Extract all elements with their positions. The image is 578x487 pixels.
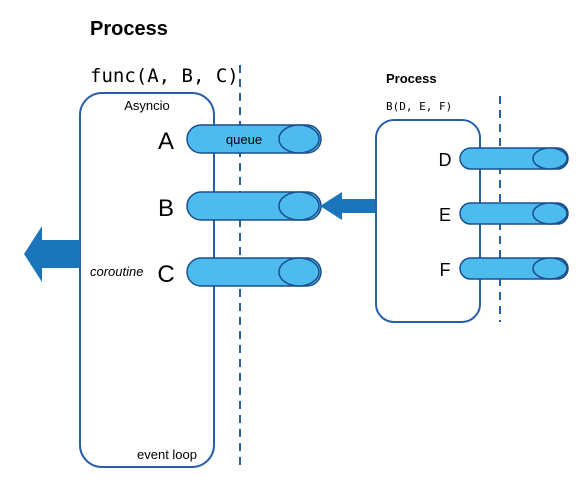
output-arrow [24,226,80,282]
sub-to-main-arrow [320,192,376,220]
event-loop-label: event loop [137,447,197,462]
item-b-label: B [158,195,174,222]
item-a-label: A [158,128,174,155]
pipe-e [459,202,569,225]
pipe-c [186,257,322,287]
queue-label: queue [226,132,262,147]
asyncio-label: Asyncio [124,98,170,113]
sub-process-title: Process [386,71,437,86]
sub-func-label: B(D, E, F) [386,100,452,113]
item-d-label: D [439,150,452,170]
pipe-b [186,191,322,221]
pipe-f [459,257,569,280]
main-process-title: Process [90,18,168,40]
pipe-a [186,124,322,154]
coroutine-label: coroutine [90,264,143,279]
item-c-label: C [157,261,174,288]
pipe-d [459,147,569,170]
item-e-label: E [439,205,451,225]
main-func-label: func(A, B, C) [90,65,239,87]
item-f-label: F [440,260,451,280]
